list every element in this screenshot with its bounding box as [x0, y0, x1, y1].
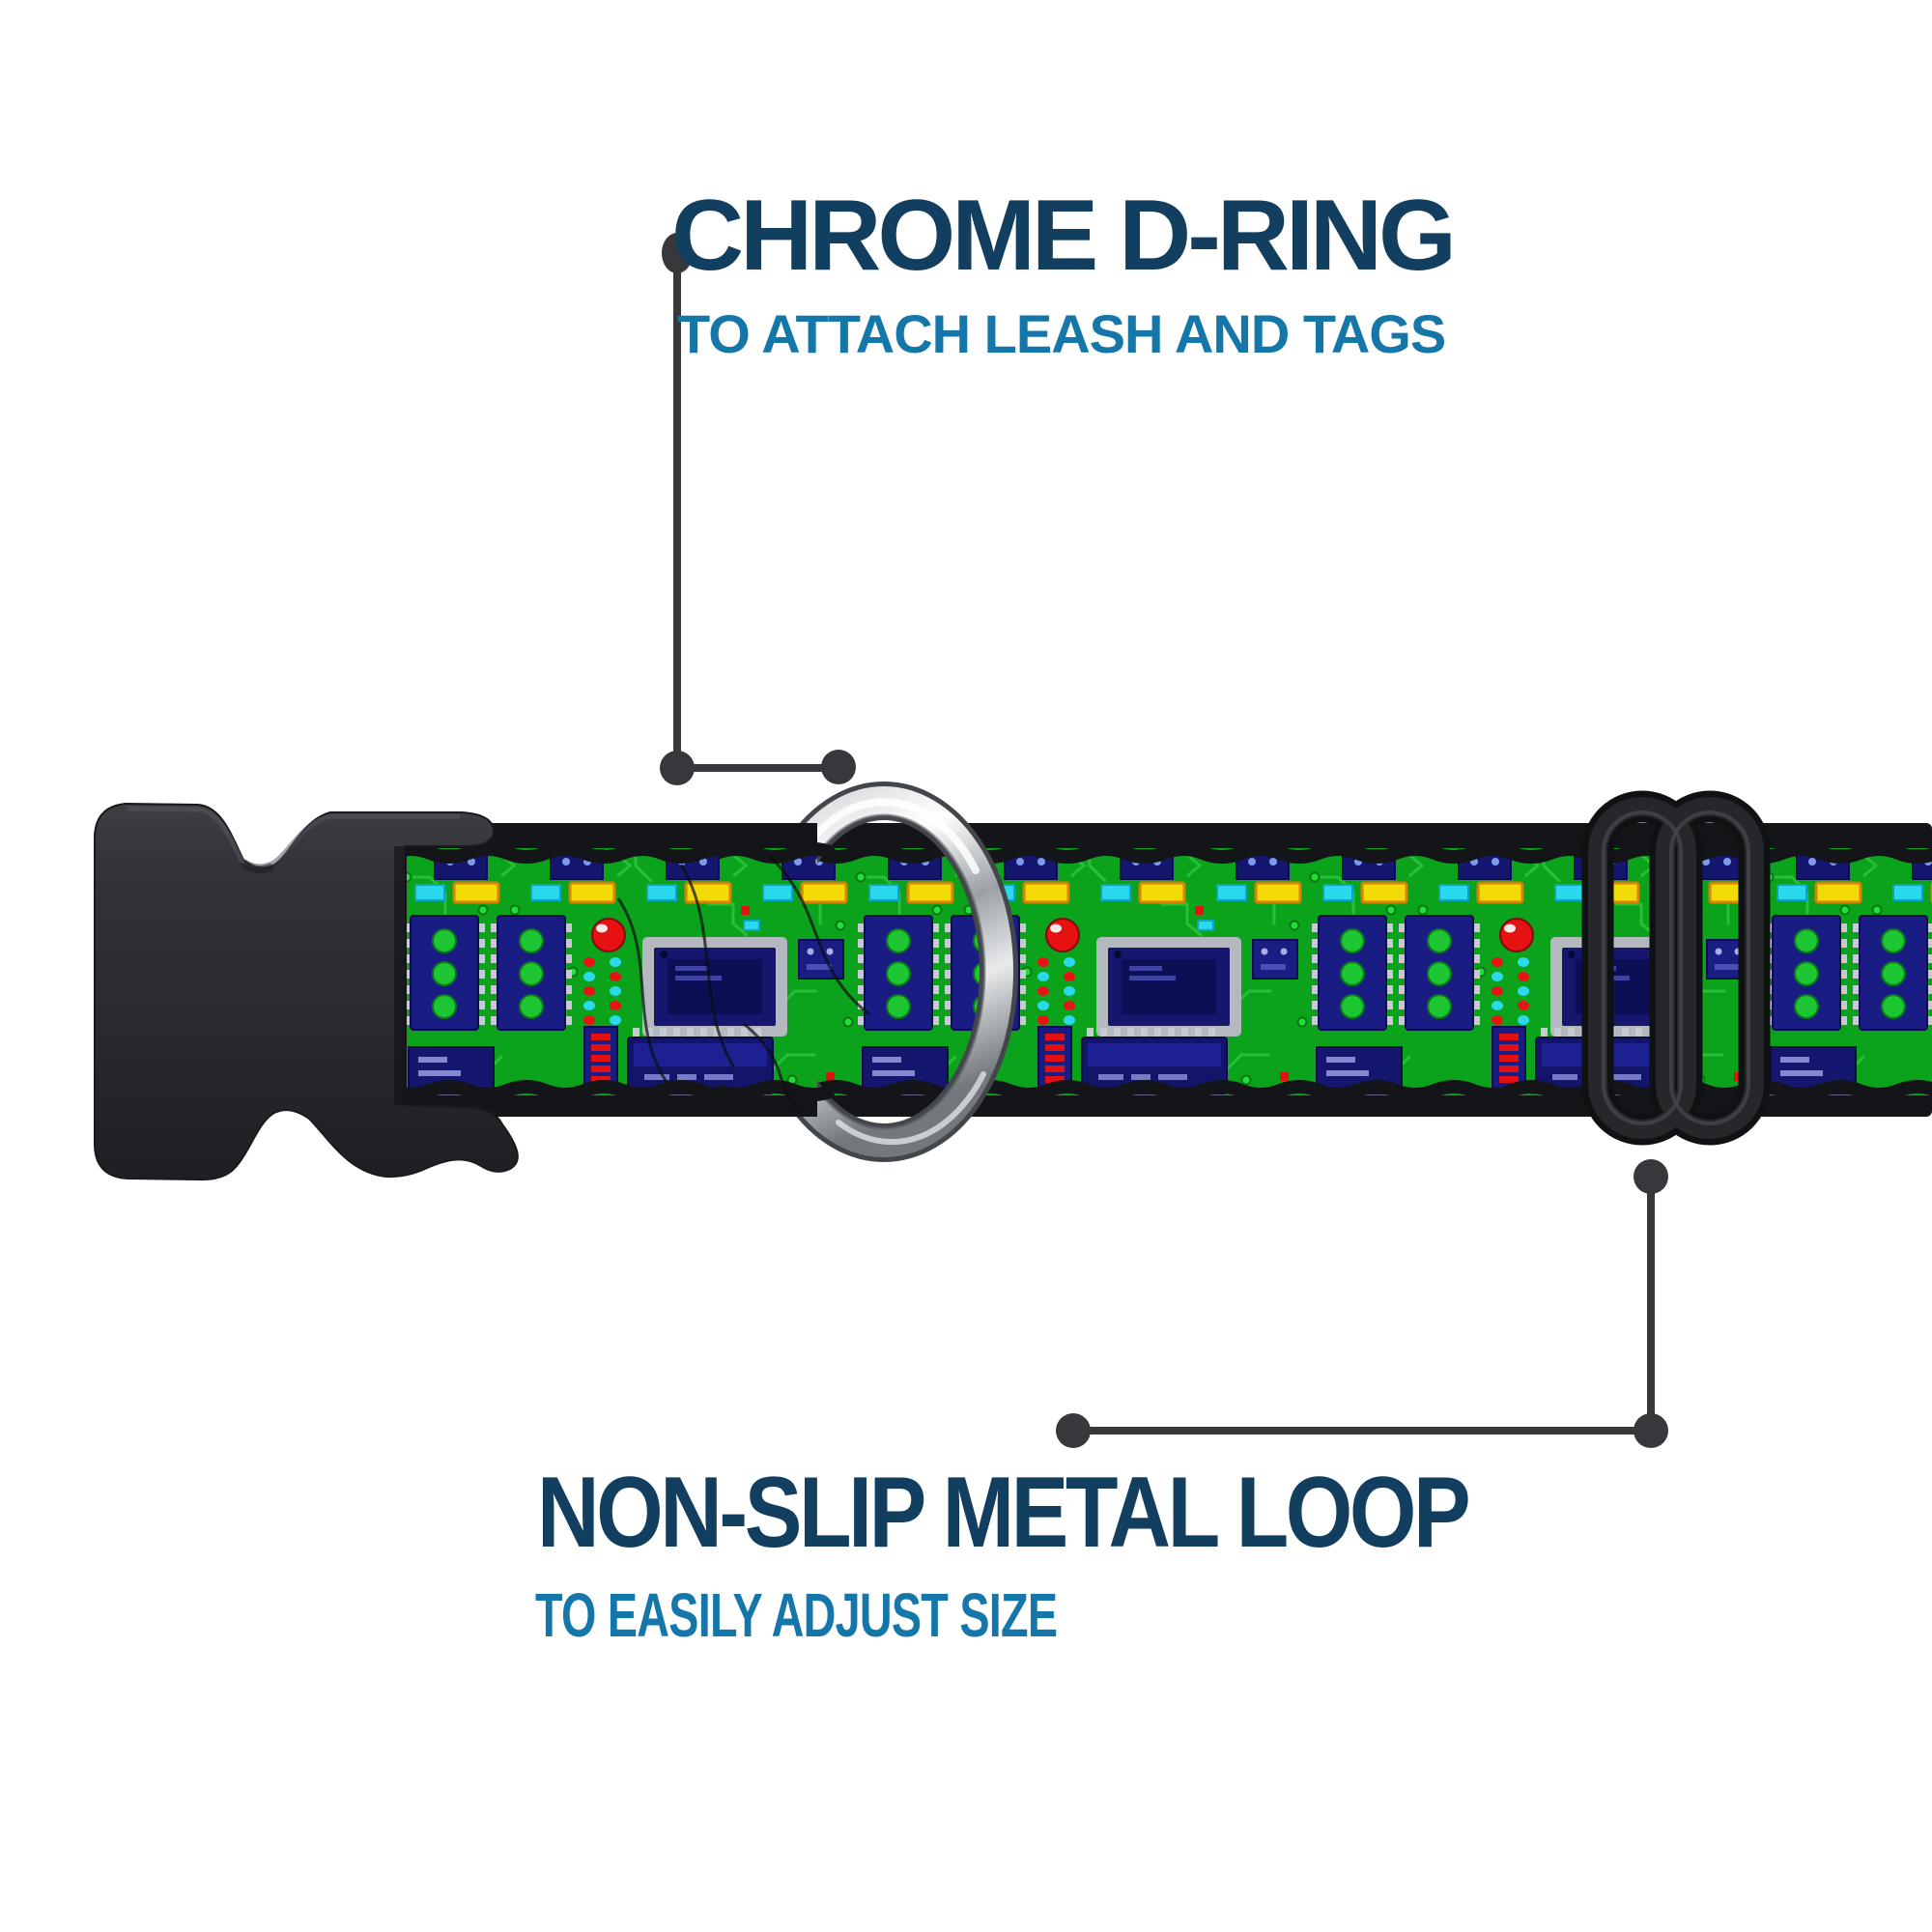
bottom-callout-dot-corner [1634, 1413, 1668, 1448]
bottom-callout-subtitle: TO EASILY ADJUST SIZE [535, 1580, 1058, 1650]
fold-wrinkle-lines [616, 853, 870, 1113]
strap-fold-over-ring [616, 823, 870, 1117]
top-callout-title: CHROME D-RING [671, 180, 1457, 292]
bottom-callout-title: NON-SLIP METAL LOOP [537, 1457, 1471, 1569]
top-callout-dot-corner [660, 751, 695, 785]
top-callout-subtitle: TO ATTACH LEASH AND TAGS [677, 303, 1446, 364]
slider-loop [1581, 790, 1771, 1146]
top-callout-connector [660, 233, 856, 785]
top-callout-dot-target [821, 750, 856, 784]
bottom-callout-dot-label [1056, 1413, 1091, 1448]
bottom-callout-dot-target [1634, 1159, 1668, 1194]
top-callout-dot-label [662, 233, 693, 273]
buckle [94, 802, 519, 1181]
bottom-callout-connector [1056, 1159, 1668, 1448]
d-ring-highlight [803, 798, 980, 874]
